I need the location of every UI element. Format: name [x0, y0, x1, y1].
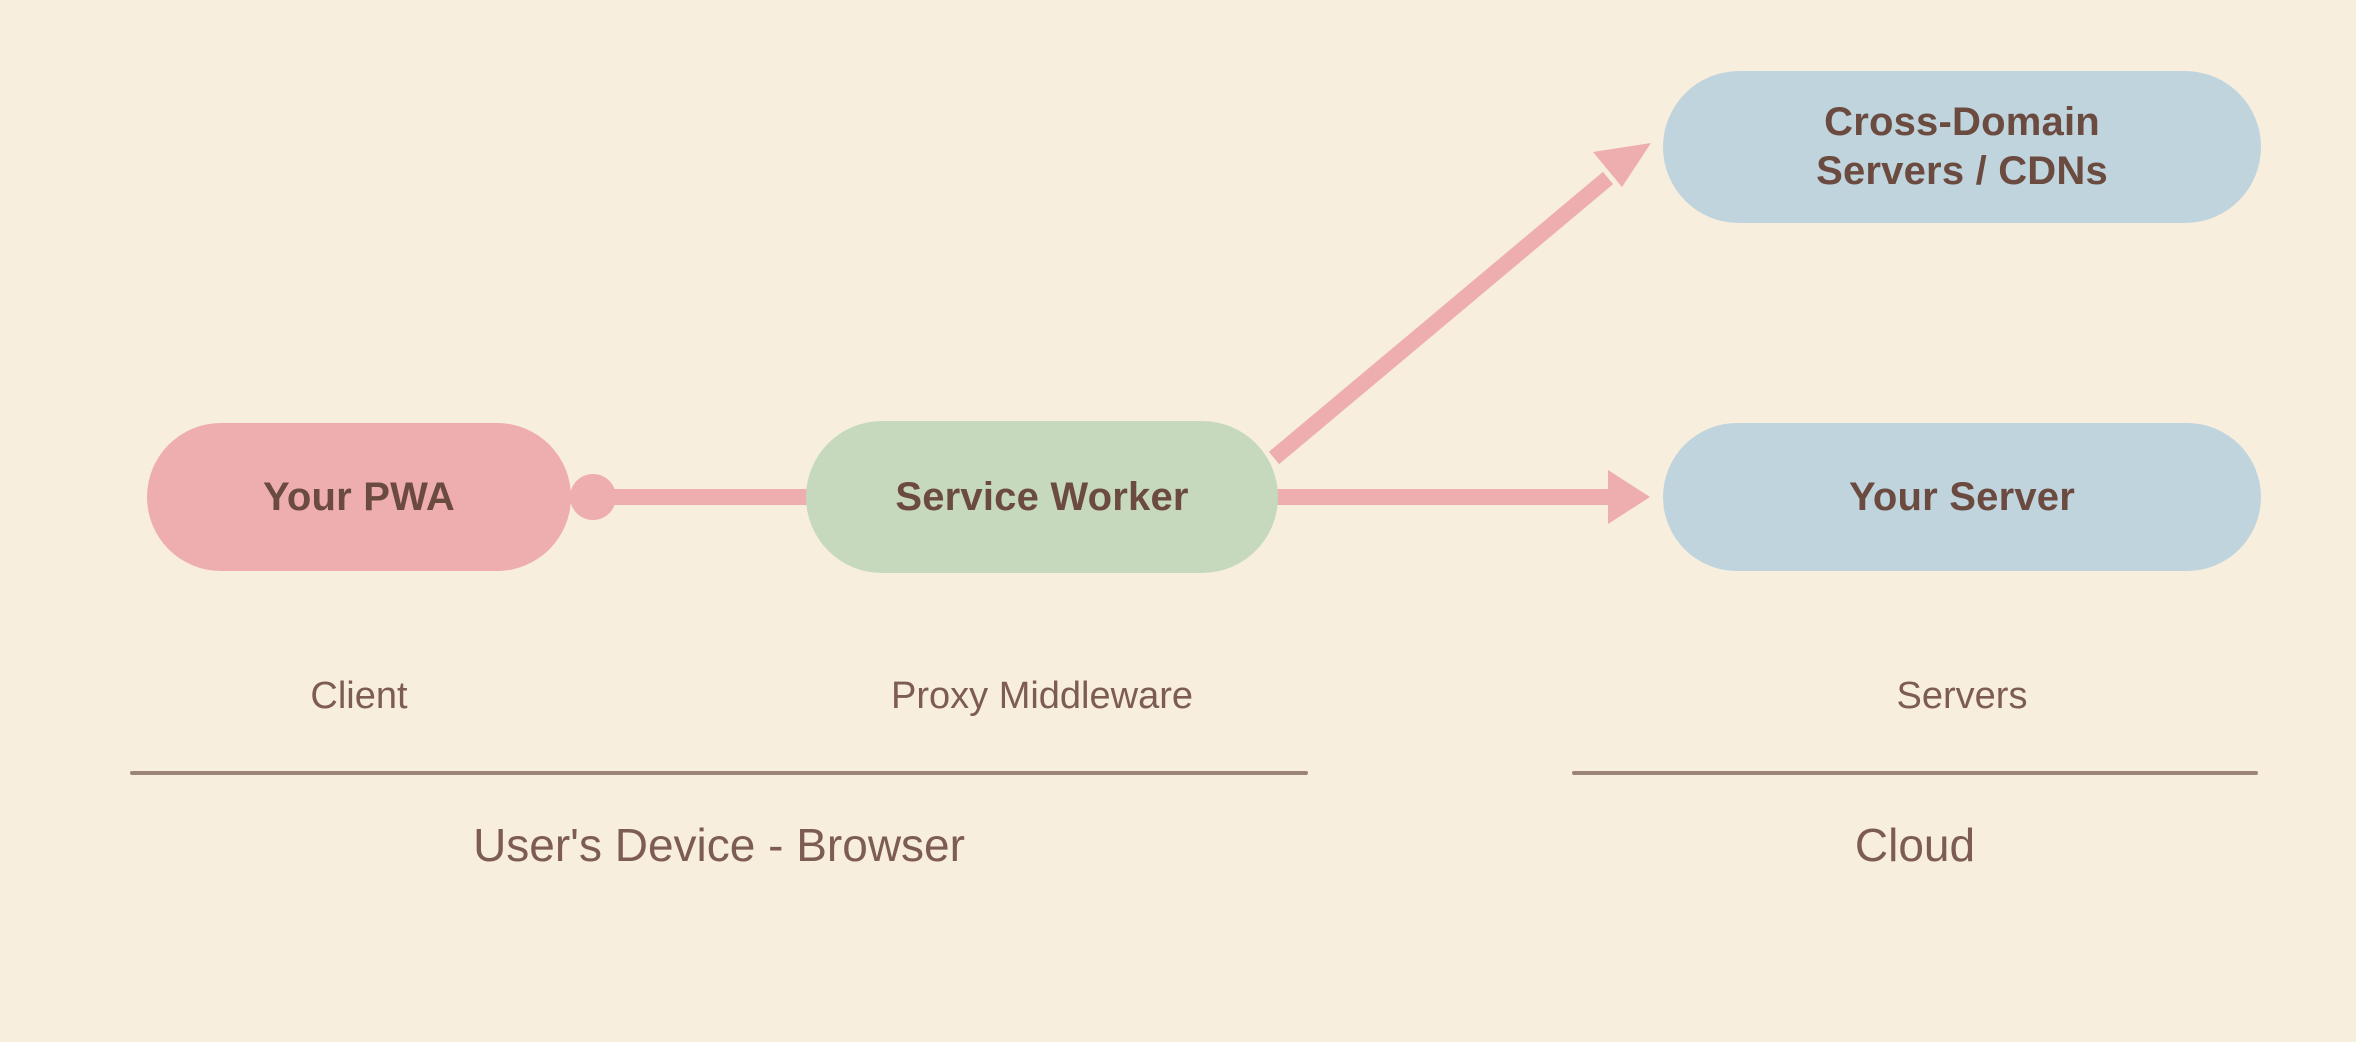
node-your-pwa[interactable]: Your PWA: [147, 423, 571, 571]
zone-label-proxy-middleware: Proxy Middleware: [891, 675, 1193, 717]
node-cross-domain-servers-label: Cross-Domain Servers / CDNs: [1816, 98, 2108, 196]
node-your-pwa-label: Your PWA: [263, 474, 455, 519]
divider-device: [130, 771, 1308, 775]
arrowhead-to-cdn: [1593, 143, 1651, 187]
arrowhead-to-server: [1608, 470, 1650, 524]
zone-label-client: Client: [310, 675, 408, 717]
node-cross-domain-servers[interactable]: Cross-Domain Servers / CDNs: [1663, 71, 2261, 223]
zone-label-cloud: Cloud: [1854, 819, 1976, 871]
zone-label-users-device: User's Device - Browser: [473, 819, 965, 871]
node-your-server[interactable]: Your Server: [1663, 423, 2261, 571]
node-your-server-label: Your Server: [1848, 474, 2075, 519]
node-cdn-line-1: Cross-Domain: [1824, 100, 2100, 145]
pwa-connector-dot: [570, 474, 616, 520]
node-cdn-line-2: Servers / CDNs: [1816, 149, 2108, 193]
zone-label-servers: Servers: [1896, 675, 2028, 717]
divider-cloud: [1572, 771, 2258, 775]
node-service-worker[interactable]: Service Worker: [806, 421, 1278, 573]
edge-worker-to-cdn: [1268, 171, 1614, 465]
node-service-worker-label: Service Worker: [895, 474, 1189, 519]
